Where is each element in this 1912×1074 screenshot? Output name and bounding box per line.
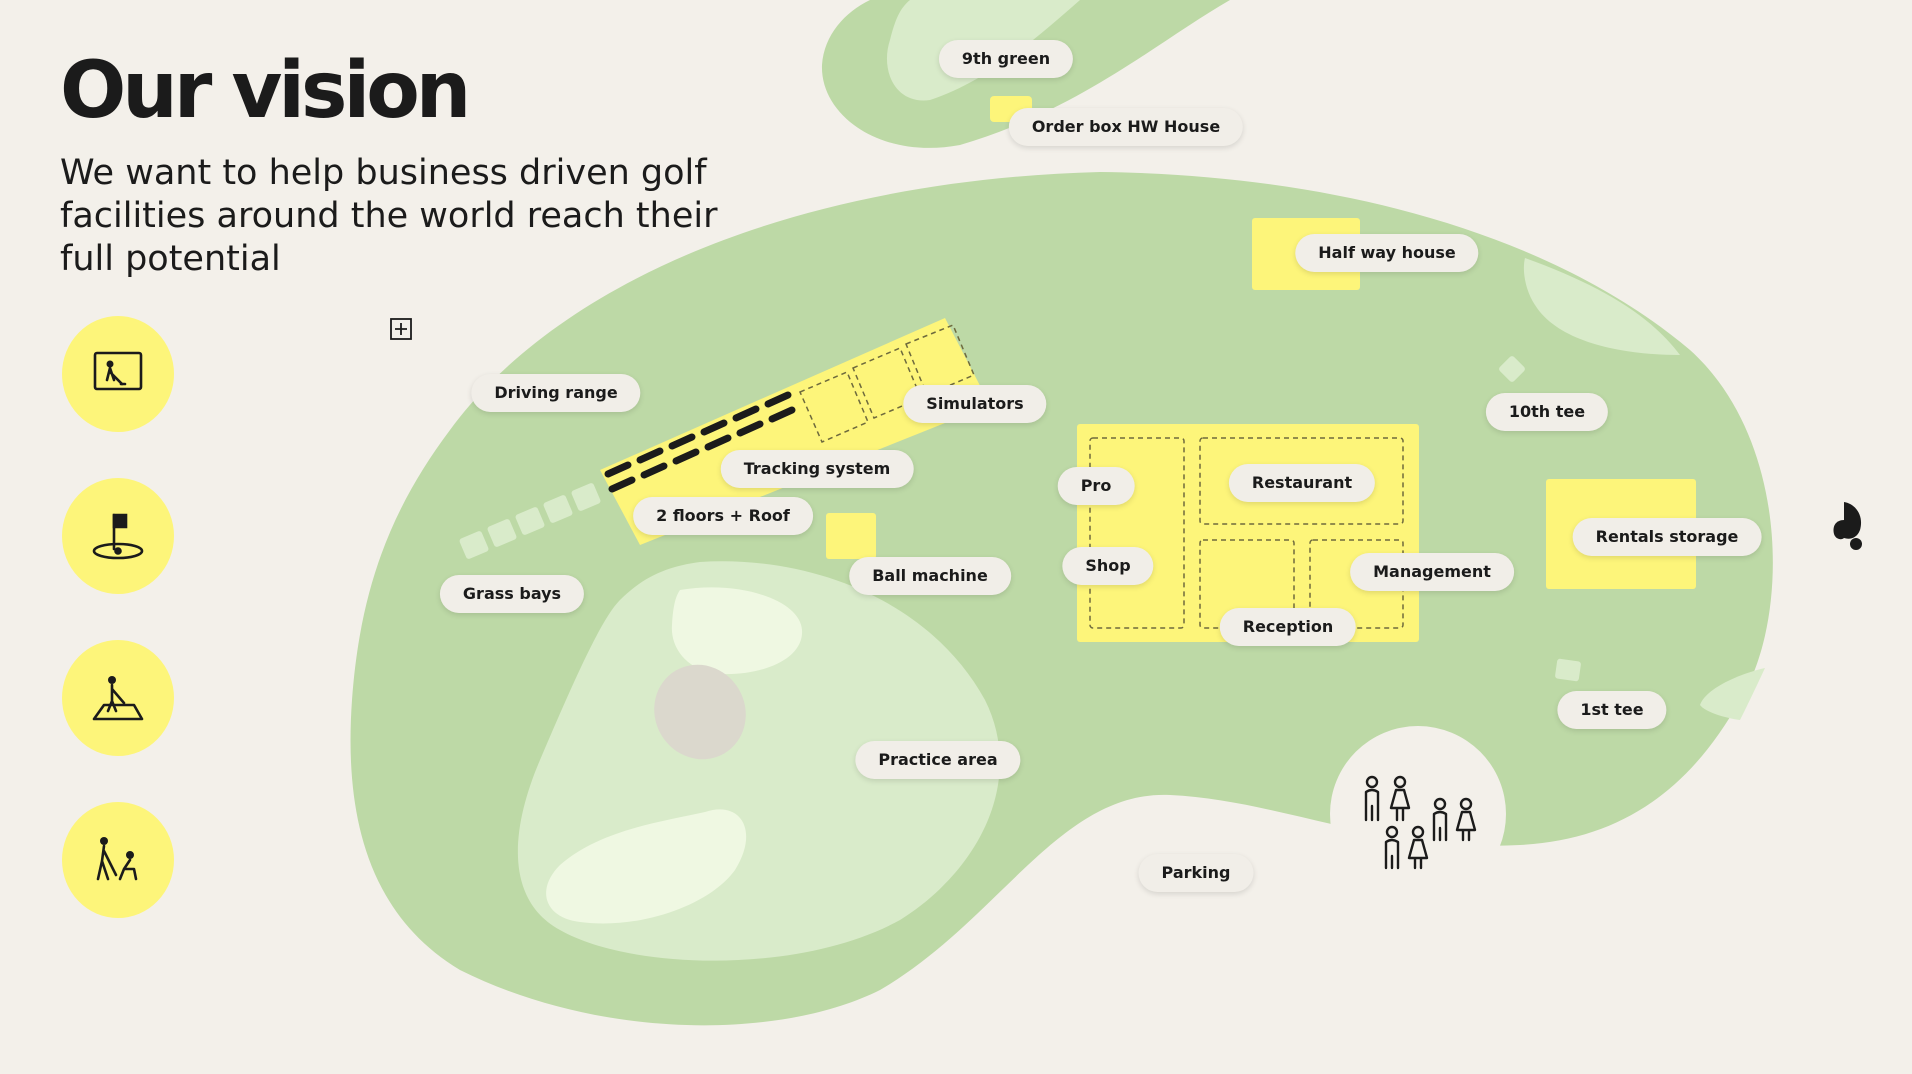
label-reception[interactable]: Reception (1219, 608, 1357, 646)
label-pro[interactable]: Pro (1057, 467, 1135, 505)
page-subtitle: We want to help business driven golf fac… (60, 153, 718, 279)
label-rentals-storage[interactable]: Rentals storage (1572, 518, 1762, 556)
feature-green[interactable] (62, 478, 174, 594)
feature-putting[interactable] (62, 640, 174, 756)
people-icon (1364, 775, 1477, 870)
practice-pale-2 (546, 809, 747, 924)
right-light-patch (1523, 258, 1680, 355)
expand-button[interactable] (390, 318, 412, 340)
label-tracking-system[interactable]: Tracking system (720, 450, 914, 488)
label-simulators[interactable]: Simulators (903, 385, 1047, 423)
practice-pale-1 (671, 587, 803, 675)
feature-presentation[interactable] (62, 316, 174, 432)
label-ninth-green[interactable]: 9th green (938, 40, 1074, 78)
brand-logo-icon (1833, 502, 1862, 550)
label-management[interactable]: Management (1350, 553, 1514, 591)
label-driving-range[interactable]: Driving range (471, 374, 641, 412)
ball-machine-box (826, 513, 876, 559)
label-ball-machine[interactable]: Ball machine (849, 557, 1011, 595)
bunker (654, 664, 746, 760)
parking-people-area (1330, 726, 1506, 902)
tenth-tee-marker (1499, 356, 1525, 382)
presentation-golfer-icon (93, 351, 143, 391)
driving-range-building (600, 318, 990, 545)
label-two-floors[interactable]: 2 floors + Roof (633, 497, 813, 535)
feature-lesson[interactable] (62, 802, 174, 918)
label-restaurant[interactable]: Restaurant (1228, 464, 1376, 502)
label-shop[interactable]: Shop (1062, 547, 1154, 585)
page-title: Our vision (60, 46, 471, 136)
golf-lesson-icon (96, 837, 138, 881)
label-first-tee[interactable]: 1st tee (1557, 691, 1667, 729)
label-practice-area[interactable]: Practice area (855, 741, 1021, 779)
tracking-stripes (604, 391, 796, 493)
putting-golfer-icon (92, 676, 144, 721)
label-grass-bays[interactable]: Grass bays (439, 575, 585, 613)
flag-on-green-icon (92, 513, 144, 560)
label-order-box[interactable]: Order box HW House (1008, 108, 1244, 146)
plus-square-icon (390, 318, 412, 340)
right-edge-patch (1700, 668, 1765, 720)
grass-bays (459, 483, 601, 559)
first-tee-marker (1555, 658, 1581, 682)
label-tenth-tee[interactable]: 10th tee (1485, 393, 1609, 431)
label-half-way-house[interactable]: Half way house (1295, 234, 1479, 272)
label-parking[interactable]: Parking (1138, 854, 1254, 892)
